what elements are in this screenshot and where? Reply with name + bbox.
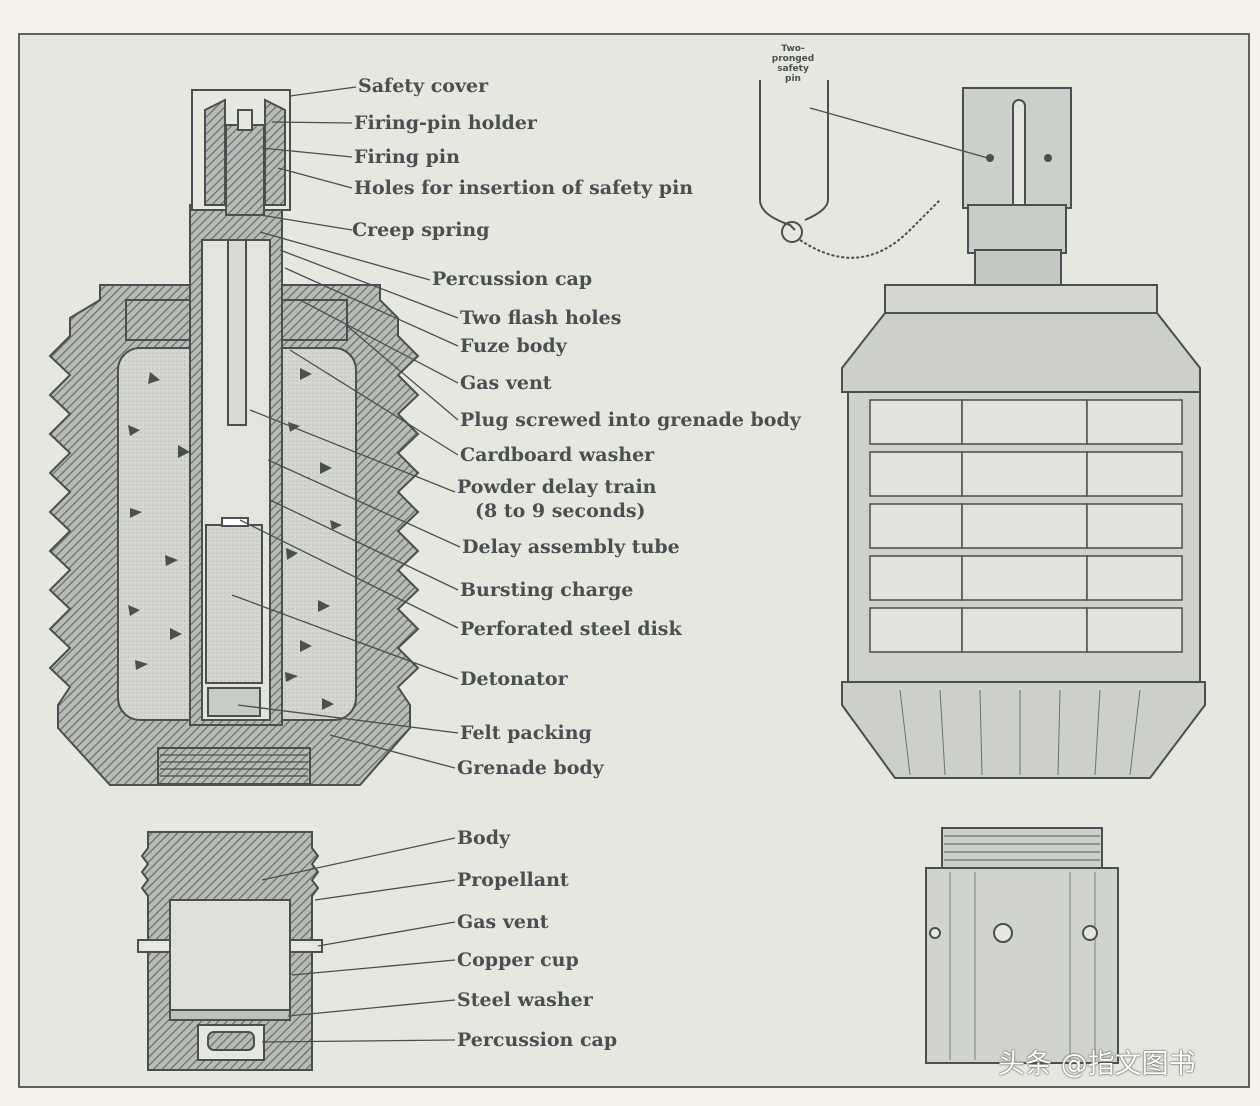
label-delay-seconds: (8 to 9 seconds) [475,500,646,522]
label-percussion-cap-lower: Percussion cap [457,1029,618,1051]
detonator [205,524,263,684]
safety-pin [759,80,989,259]
label-firing-pin: Firing pin [354,146,460,168]
firing-pin [225,124,265,216]
grenade-leader-lines [231,86,461,769]
label-copper-cup: Copper cup [457,949,579,971]
steel-washer [169,1009,291,1021]
label-fuze-body: Fuze body [460,335,567,357]
label-gas-vent: Gas vent [460,372,552,394]
label-detonator: Detonator [460,668,568,690]
pin-caption-line: Two- [781,44,805,54]
label-firing-pin-holder: Firing-pin holder [354,112,537,134]
label-felt-packing: Felt packing [460,722,592,744]
label-delay-assembly-tube: Delay assembly tube [462,536,680,558]
pin-caption-line: pin [785,74,801,84]
label-propellant: Propellant [457,869,569,891]
grenade-cross-section [48,89,420,786]
label-bursting-charge: Bursting charge [460,579,634,601]
label-safety-cover: Safety cover [358,75,489,97]
plug [281,299,348,341]
fragment-marks [128,368,342,710]
pin-caption-line: pronged [771,54,815,64]
label-steel-washer: Steel washer [457,989,593,1011]
label-percussion-cap: Percussion cap [432,268,593,290]
base-plug [157,747,311,785]
label-two-flash-holes: Two flash holes [460,307,622,329]
propellant-chamber [169,899,291,1011]
grenade-exterior [841,87,1206,779]
label-perforated-steel-disk: Perforated steel disk [460,618,682,640]
propellant-cross-section [137,831,323,1071]
label-safety-pin-holes: Holes for insertion of safety pin [354,177,694,199]
label-creep-spring: Creep spring [352,219,490,241]
label-gas-vent-lower: Gas vent [457,911,549,933]
propellant-leader-lines [261,837,456,1043]
segment-grid [869,399,1183,653]
label-cardboard-washer: Cardboard washer [460,444,655,466]
watermark: 头条 @指文图书 [998,1049,1196,1080]
cone-lines [899,689,1141,776]
label-grenade-body: Grenade body [457,757,604,779]
pin-caption-line: safety [777,64,809,74]
label-plug: Plug screwed into grenade body [460,409,801,431]
propellant-exterior [925,827,1119,1064]
pin-caption: Two- pronged safety pin [763,44,823,84]
label-body: Body [457,827,511,849]
label-powder-delay-train: Powder delay train [457,476,657,498]
